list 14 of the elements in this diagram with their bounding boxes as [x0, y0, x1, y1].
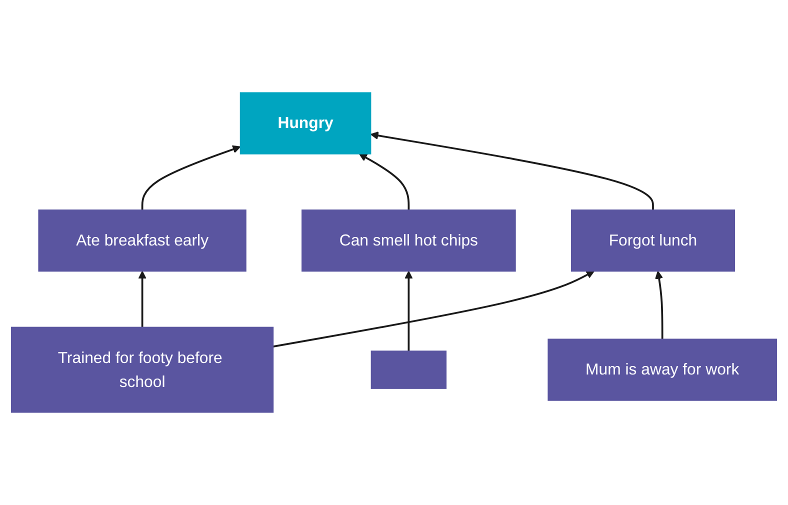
arrow: [141, 145, 241, 210]
arrow: [654, 270, 664, 340]
node-box: Trained for footy before school: [11, 326, 274, 413]
arrow: [404, 270, 413, 352]
arrow: [370, 132, 654, 210]
node-box: Ate breakfast early: [38, 210, 246, 272]
arrow: [359, 154, 410, 210]
node-box: Hungry: [240, 92, 372, 154]
node-box: Mum is away for work: [548, 338, 777, 401]
node-box: Can smell hot chips: [302, 210, 516, 272]
arrow: [138, 270, 146, 328]
node-box: [370, 350, 447, 389]
arrow: [272, 270, 594, 348]
node-box: Forgot lunch: [570, 210, 735, 272]
